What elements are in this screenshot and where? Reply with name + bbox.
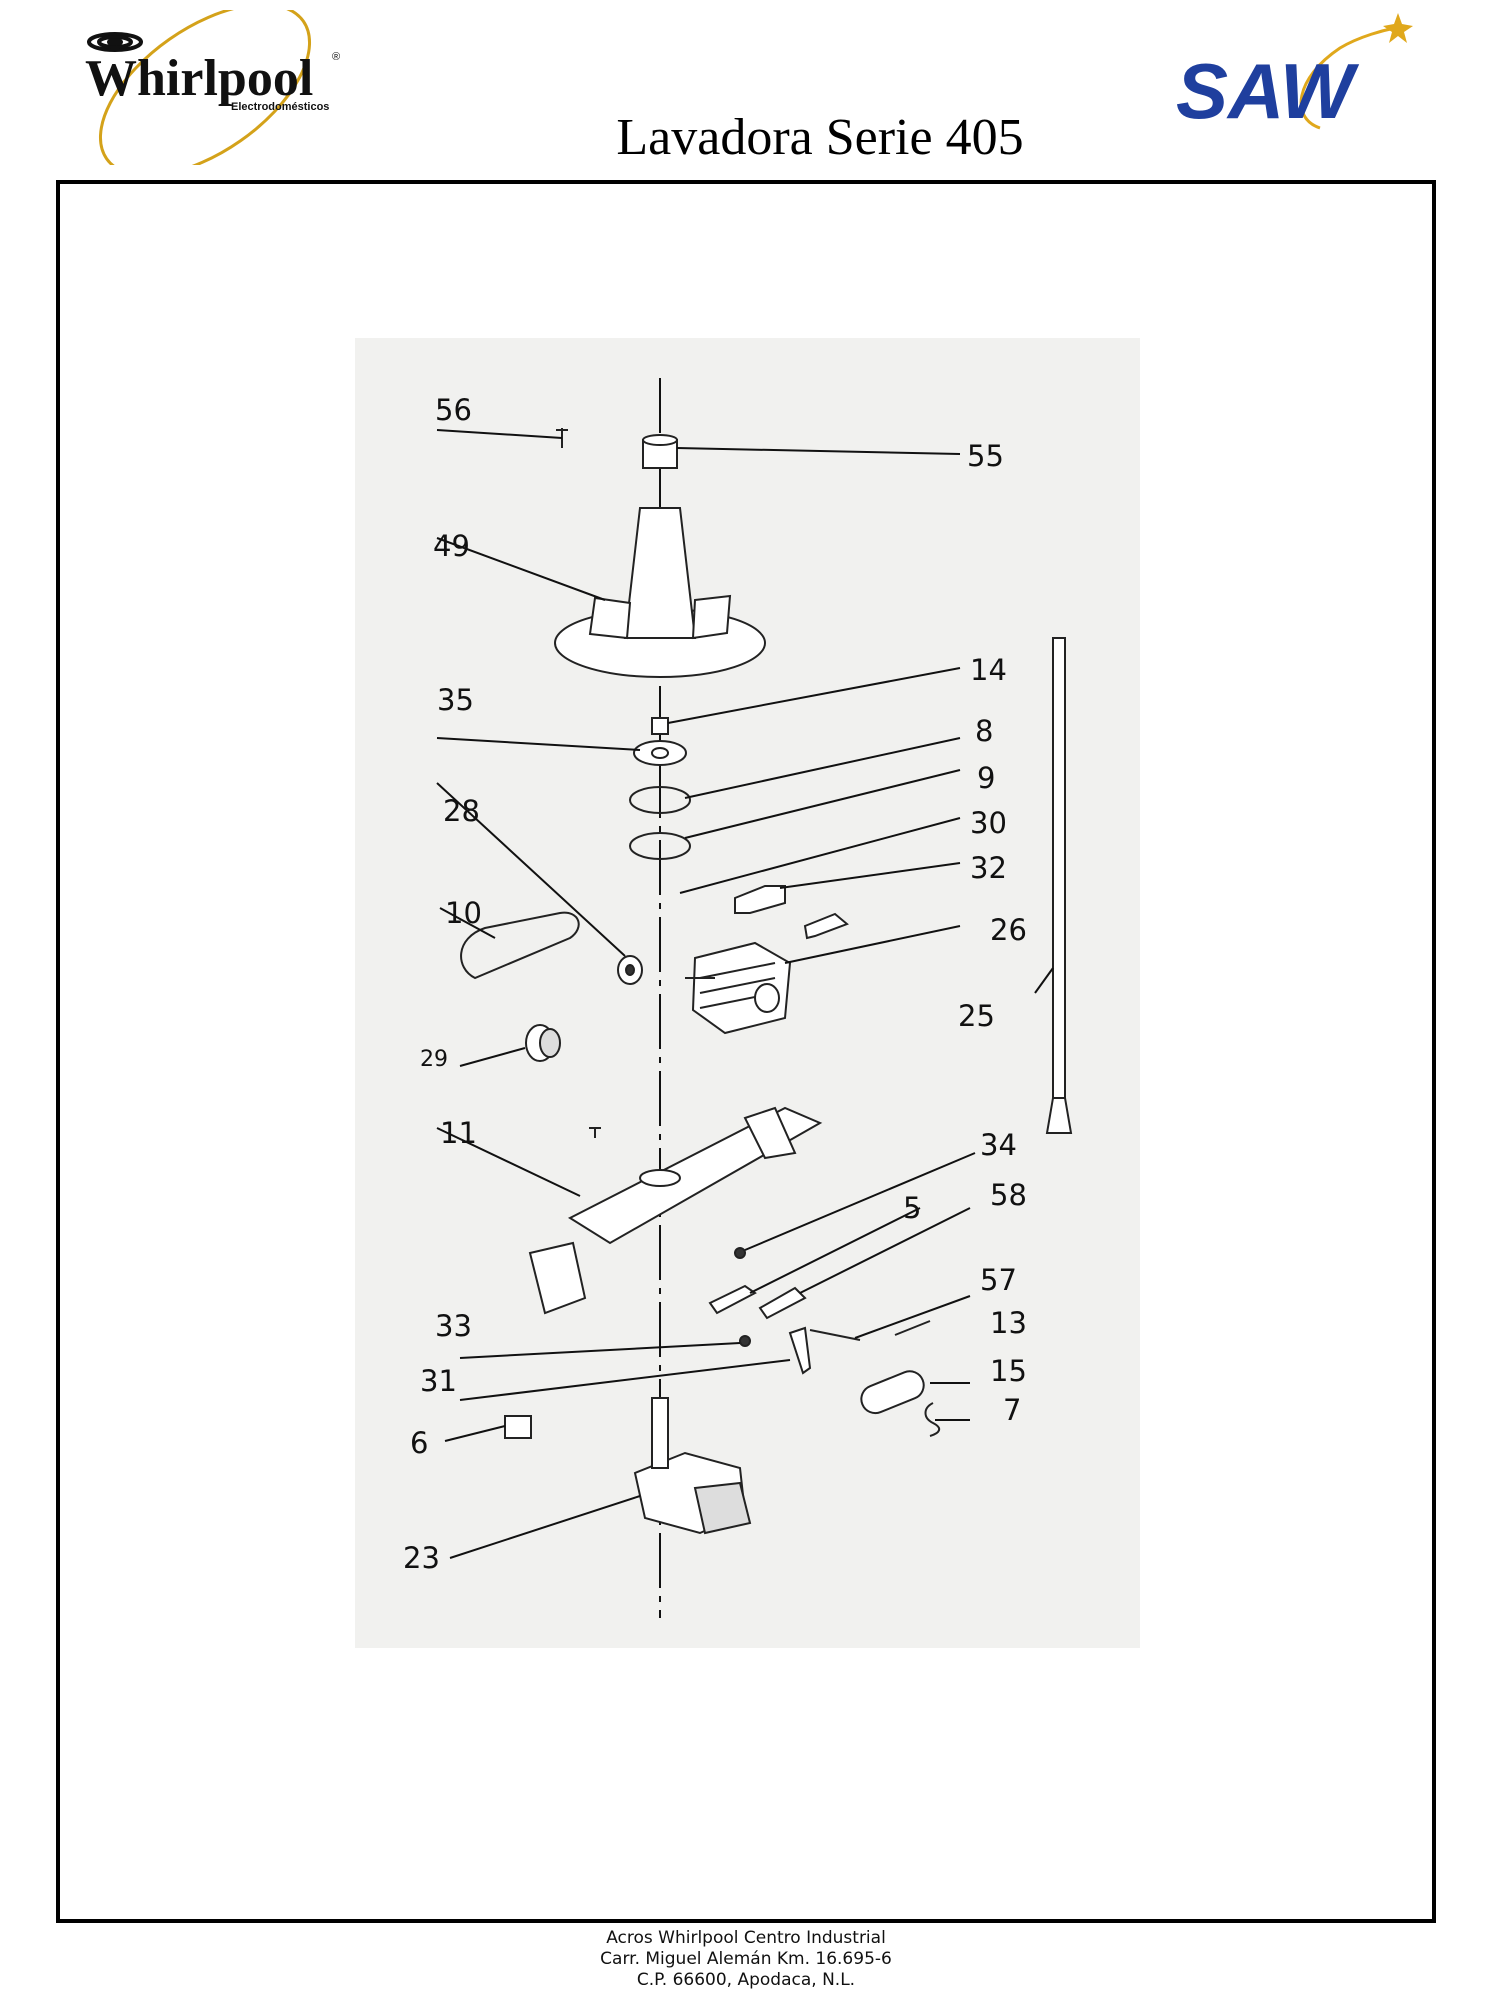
part-28-pulley	[617, 955, 643, 985]
label-13: 13	[990, 1306, 1027, 1340]
part-33-nut	[739, 1335, 751, 1347]
label-30: 30	[970, 806, 1007, 840]
label-29: 29	[420, 1047, 448, 1072]
whirlpool-logo: Whirlpool ® Electrodomésticos	[85, 10, 340, 165]
footer-address: Acros Whirlpool Centro Industrial Carr. …	[446, 1928, 1046, 1991]
label-31: 31	[420, 1364, 457, 1398]
part-32-bracket	[734, 885, 849, 940]
part-14-cap	[651, 717, 669, 735]
saw-wordmark: SAW	[1176, 47, 1360, 135]
part-25-hose	[1045, 637, 1073, 1134]
footer-line-3: C.P. 66600, Apodaca, N.L.	[636, 1970, 856, 1990]
part-13-pin	[894, 1320, 931, 1336]
part-26-motor	[685, 941, 792, 1035]
part-11-motor-base	[528, 1106, 823, 1315]
part-57-rod	[809, 1329, 861, 1341]
label-25: 25	[958, 999, 995, 1033]
label-9: 9	[977, 761, 995, 795]
label-32: 32	[970, 851, 1007, 885]
label-10: 10	[445, 896, 482, 930]
part-49-hub	[554, 507, 766, 678]
footer-line-1: Acros Whirlpool Centro Industrial	[606, 1928, 886, 1948]
label-56: 56	[435, 393, 472, 427]
part-31-bracket	[788, 1326, 812, 1375]
part-7-spring-clip	[924, 1402, 941, 1437]
label-33: 33	[435, 1309, 472, 1343]
label-6: 6	[410, 1426, 428, 1460]
part-35-washer	[633, 740, 687, 766]
part-23-transmission	[633, 1397, 752, 1535]
label-35: 35	[437, 683, 474, 717]
part-58-clip	[758, 1286, 807, 1320]
part-55-bushing	[642, 434, 678, 469]
saw-logo: SAW	[1176, 13, 1413, 135]
label-8: 8	[975, 714, 993, 748]
whirlpool-registered-mark: ®	[332, 51, 340, 63]
document-title: Lavadora Serie 405	[616, 109, 1024, 166]
part-5-clip	[708, 1284, 757, 1315]
part-29-pulley	[525, 1024, 561, 1062]
label-5: 5	[903, 1191, 921, 1225]
leader-lines	[436, 429, 1054, 1559]
label-55: 55	[967, 439, 1004, 473]
whirlpool-wordmark: Whirlpool	[85, 50, 313, 107]
label-7: 7	[1003, 1393, 1021, 1427]
part-30-ring	[629, 832, 691, 860]
exploded-parts-diagram: 56 55 49 14 35 8 9 30 28 32 10 26 25 29 …	[355, 338, 1140, 1648]
label-28: 28	[443, 794, 480, 828]
part-10-belt	[460, 911, 580, 980]
page-frame	[56, 180, 1436, 1923]
label-15: 15	[990, 1354, 1027, 1388]
label-23: 23	[403, 1541, 440, 1575]
label-58: 58	[990, 1178, 1027, 1212]
label-57: 57	[980, 1263, 1017, 1297]
part-8-ring	[629, 786, 691, 814]
whirlpool-swirl-icon	[87, 32, 143, 52]
part-6-mount	[504, 1415, 532, 1439]
footer-line-2: Carr. Miguel Alemán Km. 16.695-6	[600, 1949, 892, 1969]
whirlpool-subtitle: Electrodomésticos	[231, 101, 329, 113]
star-icon	[1383, 13, 1413, 43]
label-49: 49	[433, 529, 470, 563]
part-15-cylinder	[860, 1370, 925, 1415]
label-34: 34	[980, 1128, 1017, 1162]
label-14: 14	[970, 653, 1007, 687]
label-26: 26	[990, 913, 1027, 947]
part-34-nut	[734, 1247, 746, 1259]
label-11: 11	[440, 1116, 477, 1150]
